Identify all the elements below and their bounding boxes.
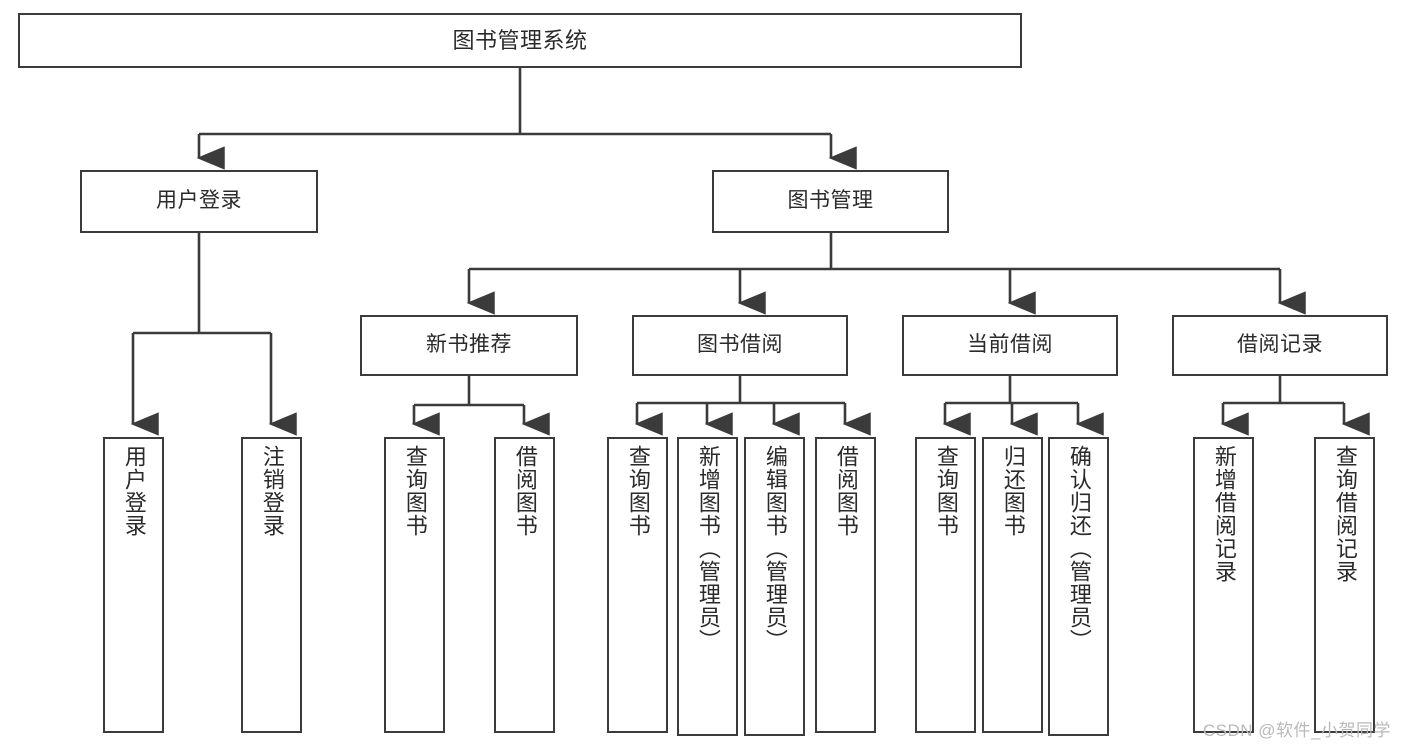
leaf-query-book-borrow[interactable]: 查询图书 xyxy=(607,437,668,733)
leaf-borrow-book-recommend[interactable]: 借阅图书 xyxy=(494,437,555,733)
node-label: 用户登录 xyxy=(121,445,147,537)
node-book-borrow[interactable]: 图书借阅 xyxy=(632,315,848,376)
leaf-query-book-recommend[interactable]: 查询图书 xyxy=(384,437,445,733)
node-label: 图书管理系统 xyxy=(452,27,588,53)
node-label: 当前借阅 xyxy=(967,333,1053,357)
watermark: CSDN @软件_小贺同学 xyxy=(1202,721,1391,740)
node-root-system[interactable]: 图书管理系统 xyxy=(18,13,1022,68)
node-label: 新书推荐 xyxy=(426,333,512,357)
node-label: 编辑图书（管理员） xyxy=(762,445,788,652)
node-current-borrow[interactable]: 当前借阅 xyxy=(902,315,1118,376)
node-label: 新增借阅记录 xyxy=(1211,445,1237,583)
node-label: 归还图书 xyxy=(1000,445,1026,537)
node-label: 查询图书 xyxy=(625,445,651,537)
node-label: 确认归还（管理员） xyxy=(1066,445,1092,652)
node-label: 借阅图书 xyxy=(512,445,538,537)
node-label: 查询借阅记录 xyxy=(1332,445,1358,583)
node-label: 借阅图书 xyxy=(833,445,859,537)
node-label: 用户登录 xyxy=(156,189,242,213)
leaf-return-book[interactable]: 归还图书 xyxy=(982,437,1043,733)
leaf-edit-book-admin[interactable]: 编辑图书（管理员） xyxy=(744,437,805,736)
node-label: 借阅记录 xyxy=(1237,333,1323,357)
node-label: 查询图书 xyxy=(402,445,428,537)
leaf-logout[interactable]: 注销登录 xyxy=(241,437,302,733)
leaf-query-book-current[interactable]: 查询图书 xyxy=(915,437,976,733)
leaf-add-book-admin[interactable]: 新增图书（管理员） xyxy=(677,437,738,736)
leaf-borrow-book[interactable]: 借阅图书 xyxy=(815,437,876,733)
node-borrow-record[interactable]: 借阅记录 xyxy=(1172,315,1388,376)
leaf-user-login[interactable]: 用户登录 xyxy=(103,437,164,733)
leaf-add-borrow-record[interactable]: 新增借阅记录 xyxy=(1193,437,1254,733)
node-label: 图书管理 xyxy=(787,189,874,213)
leaf-query-borrow-record[interactable]: 查询借阅记录 xyxy=(1314,437,1375,733)
node-book-management[interactable]: 图书管理 xyxy=(712,170,949,233)
node-label: 新增图书（管理员） xyxy=(695,445,721,652)
node-new-book-recommend[interactable]: 新书推荐 xyxy=(360,315,578,376)
node-label: 查询图书 xyxy=(933,445,959,537)
leaf-confirm-return-admin[interactable]: 确认归还（管理员） xyxy=(1048,437,1109,736)
node-label: 注销登录 xyxy=(259,445,285,537)
node-label: 图书借阅 xyxy=(697,333,783,357)
node-user-login[interactable]: 用户登录 xyxy=(80,170,318,233)
